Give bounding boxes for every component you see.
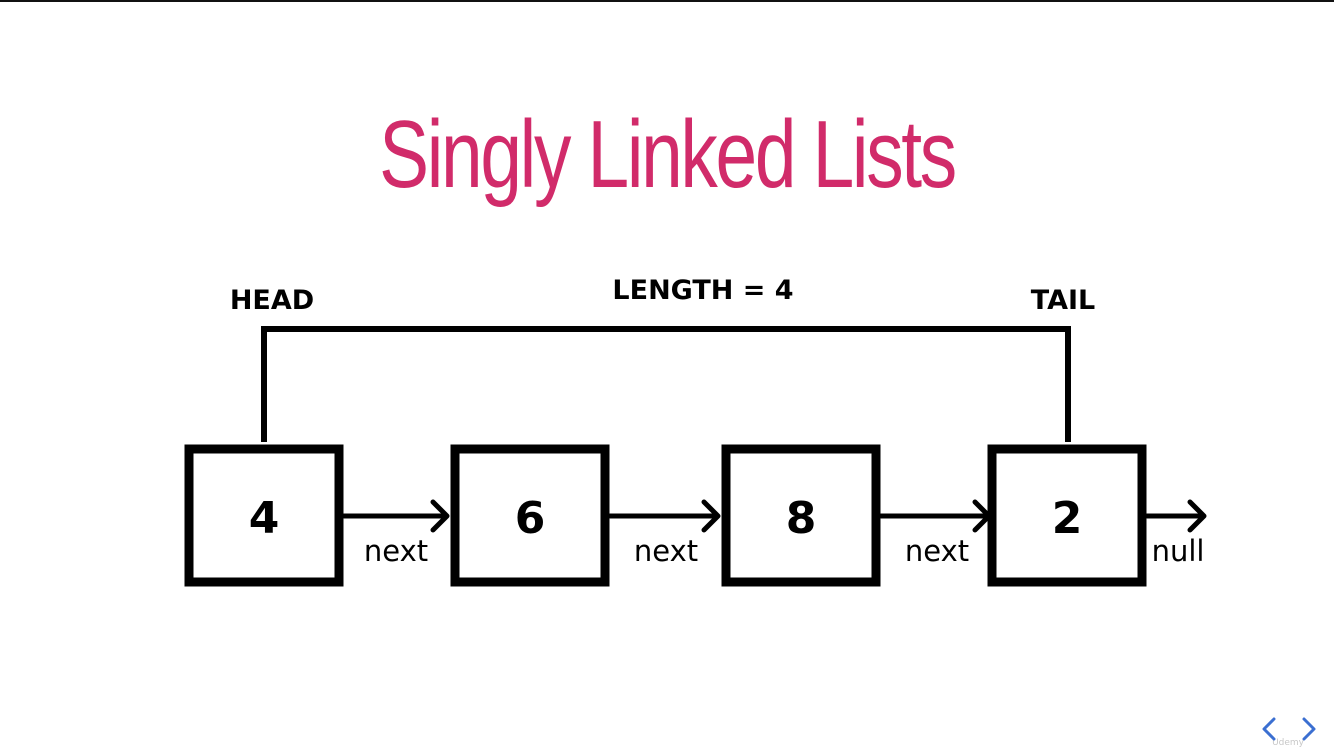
node-box — [184, 444, 344, 587]
length-label: LENGTH = 4 — [612, 275, 793, 306]
node-value: 4 — [249, 493, 280, 544]
tail-label: TAIL — [1031, 285, 1095, 316]
node-value: 6 — [515, 493, 546, 544]
node-box — [450, 444, 610, 587]
udemy-watermark: Udemy — [1272, 738, 1304, 748]
node-value: 2 — [1052, 493, 1083, 544]
node-value: 8 — [786, 493, 817, 544]
null-label: null — [1152, 534, 1205, 568]
slide-title: Singly Linked Lists — [379, 101, 957, 208]
chevron-right-icon[interactable] — [1298, 716, 1320, 742]
next-label: next — [905, 534, 969, 568]
chevron-left-icon[interactable] — [1258, 716, 1280, 742]
head-tail-bracket — [261, 326, 1071, 442]
next-arrow — [878, 499, 992, 533]
node-box — [721, 444, 881, 587]
slide-navigation — [1258, 716, 1320, 742]
next-label: next — [364, 534, 428, 568]
null-arrow — [1144, 499, 1207, 533]
node-box — [987, 444, 1147, 587]
next-label: next — [634, 534, 698, 568]
next-arrow — [607, 499, 721, 533]
head-label: HEAD — [230, 285, 314, 316]
next-arrow — [341, 499, 450, 533]
